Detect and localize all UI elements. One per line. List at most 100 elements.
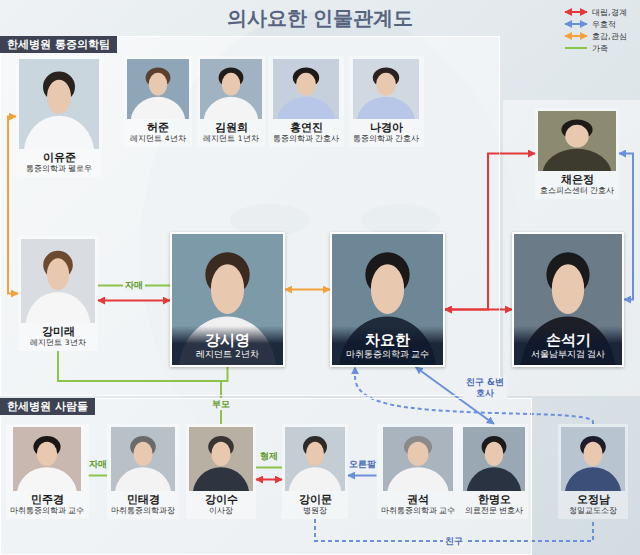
person-role: 통증의학과 간호사	[353, 134, 419, 144]
edge-label: 자매	[123, 280, 145, 291]
portrait-photo	[21, 239, 95, 323]
portrait-photo	[189, 427, 253, 491]
edge-label-box: 친구	[443, 536, 465, 547]
person-card: 차요한마취통증의학과 교수	[330, 232, 445, 367]
relation-line	[348, 475, 377, 477]
person-role: 통증의학과 간호사	[273, 134, 339, 144]
edge-label-box: 자매	[123, 280, 145, 291]
edge-label-box: 형제	[258, 451, 280, 462]
person-card: 강이문병원장	[282, 424, 348, 519]
portrait-photo	[538, 111, 616, 171]
person-role: 이사장	[209, 506, 233, 516]
person-name: 홍연진	[290, 121, 323, 134]
legend-item: 호감,관심	[563, 30, 627, 42]
person-card: 한명오의료전문 변호사	[460, 424, 528, 519]
portrait-photo	[561, 427, 625, 491]
person-name: 차요한	[365, 332, 410, 349]
edge-label: 자매	[87, 459, 109, 470]
person-card: 홍연진통증의학과 간호사	[269, 56, 344, 147]
relation-line	[89, 475, 108, 477]
person-card: 허준레지던트 4년차	[124, 56, 192, 147]
person-card: 강시영레지던트 2년차	[170, 232, 285, 367]
edge-label-box: 오른팔	[347, 459, 378, 470]
portrait-photo	[200, 59, 262, 119]
person-role: 의료전문 변호사	[465, 506, 523, 516]
person-card: 강미래레지던트 3년차	[18, 236, 98, 351]
person-name: 민주경	[31, 493, 64, 506]
relation-line	[256, 467, 282, 469]
legend-text: 대립,경계	[592, 7, 627, 18]
person-name: 강이수	[205, 493, 238, 506]
person-name: 강이문	[299, 493, 332, 506]
legend-text: 우호적	[592, 19, 616, 30]
person-name: 한명오	[478, 493, 511, 506]
portrait-photo	[13, 427, 81, 491]
portrait-photo	[19, 59, 99, 149]
legend-item: 우호적	[563, 18, 627, 30]
portrait-photo	[273, 59, 339, 119]
portrait-photo	[111, 427, 175, 491]
person-card: 손석기서울남부지검 검사	[512, 232, 624, 367]
person-role: 호스피스센터 간호사	[540, 186, 614, 196]
person-role: 마취통증의학과 교수	[381, 506, 455, 516]
person-role: 마취통증의학과 교수	[346, 349, 430, 360]
legend-item: 대립,경계	[563, 6, 627, 18]
group-panel	[0, 36, 500, 396]
person-name: 채은정	[561, 173, 594, 186]
group-title: 한세병원 통증의학팀	[0, 36, 117, 53]
person-card: 권석마취통증의학과 교수	[377, 424, 460, 519]
group-band: 한세병원 사람들민주경마취통증의학과 교수민태경마취통증의학과장강이수이사장강이…	[0, 398, 532, 555]
person-card: 김원희레지던트 1년차	[197, 56, 265, 147]
edge-label-box: 친구 &변호사	[463, 377, 507, 399]
edge-label: 친구 &변호사	[463, 377, 507, 399]
person-name: 민태경	[127, 493, 160, 506]
group-panel	[0, 398, 532, 555]
person-role: 마취통증의학과 교수	[10, 506, 84, 516]
legend-line	[563, 43, 589, 53]
side-panel	[503, 100, 640, 396]
person-card: 민주경마취통증의학과 교수	[6, 424, 89, 519]
legend-text: 가족	[592, 43, 608, 54]
person-role: 레지던트 2년차	[196, 349, 258, 360]
person-role: 통증의학과 펠로우	[26, 164, 92, 174]
person-role: 레지던트 1년차	[203, 134, 258, 144]
person-card: 오정남청일교도소장	[558, 424, 628, 519]
group-title: 한세병원 사람들	[0, 398, 95, 415]
person-name: 허준	[147, 121, 169, 134]
portrait-photo	[383, 427, 453, 491]
portrait-photo	[285, 427, 345, 491]
diagram-title: 의사요한 인물관계도	[227, 5, 414, 32]
edge-label-box: 자매	[87, 459, 109, 470]
legend-line	[563, 19, 589, 29]
legend-line	[563, 7, 589, 17]
group-band: 한세병원 통증의학팀이유준통증의학과 펠로우허준레지던트 4년차김원희레지던트 …	[0, 36, 500, 396]
person-name: 권석	[407, 493, 429, 506]
relation-line	[445, 309, 512, 311]
person-card: 민태경마취통증의학과장	[107, 424, 179, 519]
legend-item: 가족	[563, 42, 627, 54]
portrait-photo	[353, 59, 419, 119]
person-role: 레지던트 4년차	[130, 134, 185, 144]
person-name: 강미래	[42, 325, 75, 338]
edge-label: 부모	[210, 399, 232, 410]
person-name: 이유준	[43, 151, 76, 164]
portrait-photo	[127, 59, 189, 119]
person-card: 강이수이사장	[186, 424, 256, 519]
person-name: 나경아	[370, 121, 403, 134]
name-strip: 강시영레지던트 2년차	[172, 326, 283, 365]
legend: 대립,경계우호적호감,관심가족	[563, 6, 627, 54]
person-role: 서울남부지검 검사	[531, 349, 606, 360]
person-card: 이유준통증의학과 펠로우	[16, 56, 102, 177]
person-name: 김원희	[215, 121, 248, 134]
person-name: 손석기	[546, 332, 591, 349]
name-strip: 손석기서울남부지검 검사	[514, 326, 622, 365]
person-card: 채은정호스피스센터 간호사	[535, 108, 619, 199]
edge-label: 친구	[443, 536, 465, 547]
edge-label: 오른팔	[347, 459, 378, 470]
legend-text: 호감,관심	[592, 31, 627, 42]
person-role: 병원장	[303, 506, 327, 516]
edge-label-box: 부모	[210, 399, 232, 410]
edge-label: 형제	[258, 451, 280, 462]
person-role: 레지던트 3년차	[30, 338, 85, 348]
